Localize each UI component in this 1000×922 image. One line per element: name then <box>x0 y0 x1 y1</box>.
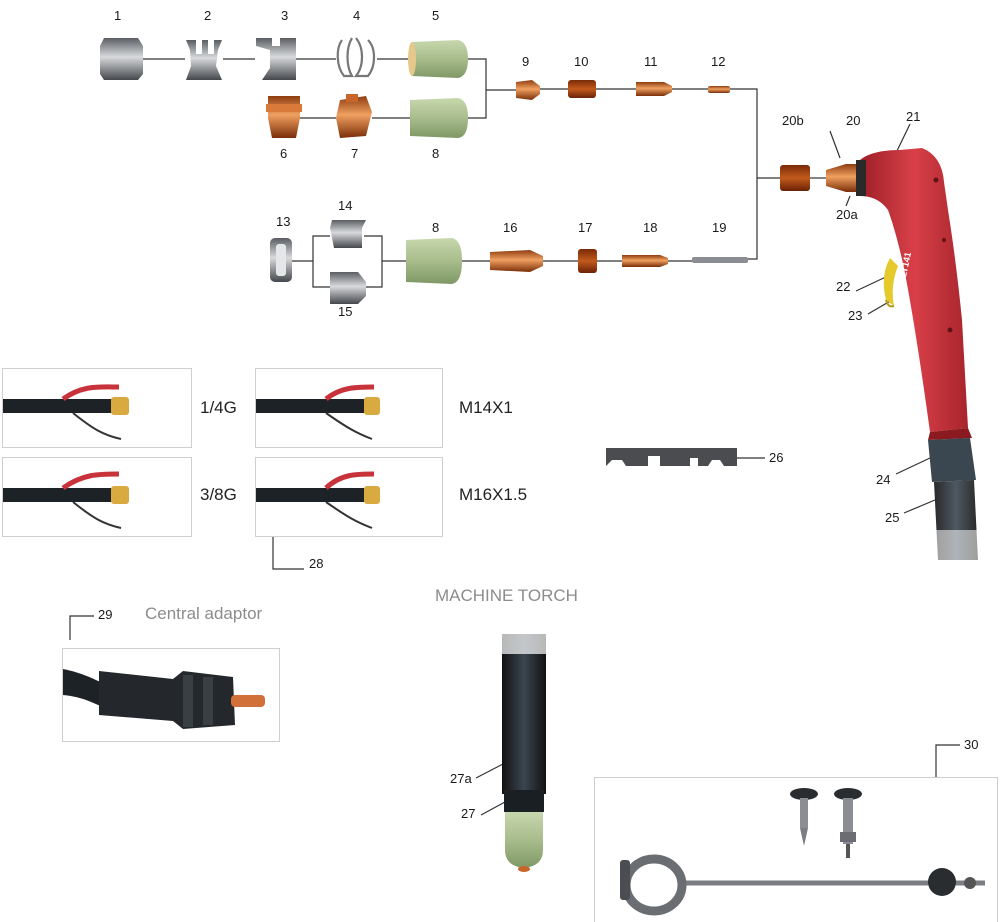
part-number-25: 25 <box>885 510 900 525</box>
part-3-shield <box>256 36 296 80</box>
central-adaptor-title: Central adaptor <box>145 604 263 623</box>
part-number-23: 23 <box>848 308 863 323</box>
part-9-tip <box>516 80 540 100</box>
part-11-electrode <box>636 82 672 96</box>
part-number-30: 30 <box>964 737 979 752</box>
part-10-swirl-ring <box>568 80 596 98</box>
part-5-ceramic-cup <box>408 40 468 78</box>
part-number-26: 26 <box>769 450 784 465</box>
part-13-ring <box>270 238 292 282</box>
part-27-machine-torch <box>502 634 546 872</box>
cable-adaptor-m14-drawing <box>256 384 380 440</box>
part-number-28: 28 <box>309 556 324 571</box>
part-2-retaining-cap <box>186 40 222 80</box>
part-number-14: 14 <box>338 198 353 213</box>
part-20b-shield <box>780 165 810 191</box>
connector-lines <box>69 58 960 816</box>
part-number-27: 27 <box>461 806 476 821</box>
thread-label-m16: M16X1.5 <box>459 485 528 504</box>
part-19-electrode-pin <box>692 257 748 263</box>
part-number-3: 3 <box>281 8 289 23</box>
part-20-torch-head-insert <box>826 164 862 192</box>
cable-adaptor-3-8g-drawing <box>3 471 129 529</box>
part-25-torch-cable <box>934 480 978 560</box>
part-number-10: 10 <box>574 54 589 69</box>
part-17-swirl-ring <box>578 249 597 273</box>
thread-label-m14: M14X1 <box>459 398 513 417</box>
cable-adaptor-m16-image <box>255 457 443 537</box>
part-number-16: 16 <box>503 220 518 235</box>
part-number-8-top: 8 <box>432 146 440 161</box>
central-adaptor-image <box>62 648 280 742</box>
cable-adaptor-m14-image <box>255 368 443 448</box>
part-number-17: 17 <box>578 220 593 235</box>
part-18-electrode <box>622 255 668 267</box>
part-number-27a: 27a <box>450 771 472 786</box>
part-number-20: 20 <box>846 113 861 128</box>
part-number-29: 29 <box>98 607 113 622</box>
part-26-spanner-wrench <box>606 448 737 466</box>
part-8-ceramic-cup-top <box>410 98 468 138</box>
part-number-9: 9 <box>522 54 530 69</box>
thread-label-3-8g: 3/8G <box>200 485 237 504</box>
part-number-2: 2 <box>204 8 212 23</box>
part-number-20a: 20a <box>836 207 858 222</box>
cable-adaptor-1-4g-drawing <box>3 384 129 440</box>
part-number-7: 7 <box>351 146 359 161</box>
part-number-11: 11 <box>644 54 658 69</box>
part-number-4: 4 <box>353 8 361 23</box>
part-1-shield-cap <box>100 38 143 80</box>
cable-adaptor-1-4g-image <box>2 368 192 448</box>
part-number-19: 19 <box>712 220 727 235</box>
machine-torch-title: MACHINE TORCH <box>435 586 578 605</box>
part-number-12: 12 <box>711 54 726 69</box>
part-number-20b: 20b <box>782 113 804 128</box>
part-number-21: 21 <box>906 109 921 124</box>
part-number-5: 5 <box>432 8 440 23</box>
cable-adaptor-3-8g-image <box>2 457 192 537</box>
part-number-22: 22 <box>836 279 851 294</box>
part-number-24: 24 <box>876 472 891 487</box>
part-24-handle-end <box>928 438 976 482</box>
part-8-ceramic-cup-bottom <box>406 238 462 284</box>
part-14-shield-cap <box>330 220 366 248</box>
part-number-6: 6 <box>280 146 288 161</box>
part-22-23-trigger <box>883 258 898 308</box>
part-6-swirl-ring <box>266 96 302 138</box>
central-adaptor-drawing <box>63 669 265 729</box>
part-number-15: 15 <box>338 304 353 319</box>
part-15-shield-cap <box>330 272 366 304</box>
part-number-8-bottom: 8 <box>432 220 440 235</box>
part-30-cutting-guide <box>620 788 985 916</box>
part-7-swirl-ring <box>336 94 372 138</box>
part-12-insert <box>708 86 730 93</box>
part-16-tip <box>490 250 543 272</box>
cable-adaptor-m16-drawing <box>256 471 380 529</box>
part-4-spring-clip <box>336 37 376 78</box>
part-21-hand-torch <box>856 148 972 440</box>
part-number-1: 1 <box>114 8 122 23</box>
part-number-18: 18 <box>643 220 658 235</box>
thread-label-1-4g: 1/4G <box>200 398 237 417</box>
part-number-13: 13 <box>276 214 291 229</box>
